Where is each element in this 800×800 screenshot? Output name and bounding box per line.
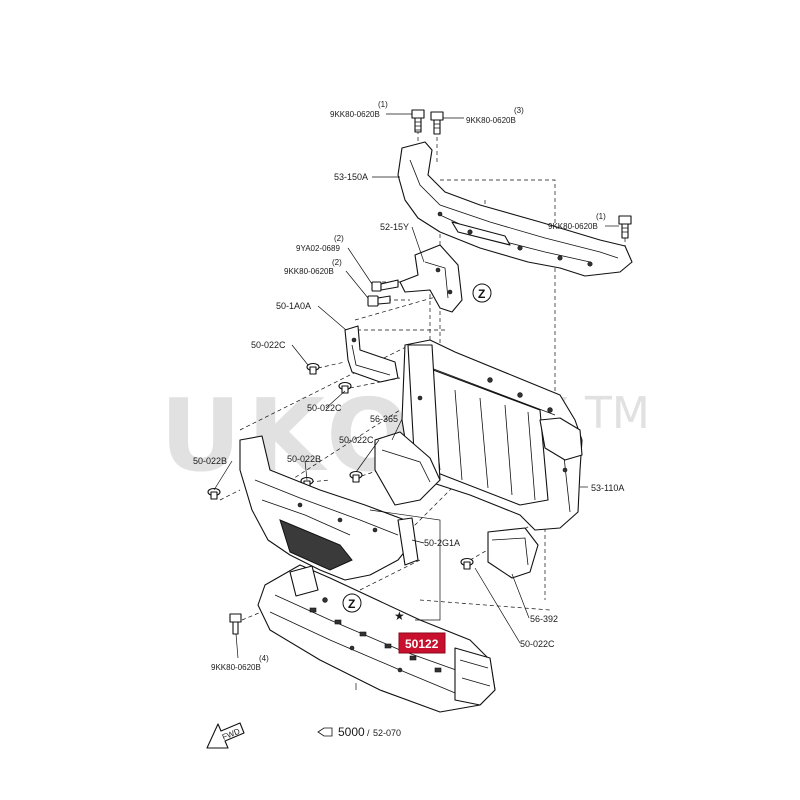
part-number-label: 50-2G1A	[424, 538, 460, 548]
qty-label: (2)	[334, 234, 344, 243]
clip-icon	[306, 362, 320, 375]
clip-icon	[460, 557, 474, 570]
part-number-label: 56-392	[530, 614, 558, 624]
part-number-label: 50-1A0A	[276, 301, 311, 311]
part-number-label: 9YA02-0689	[296, 244, 340, 253]
qty-label: (1)	[596, 212, 606, 221]
highlight-box[interactable]	[398, 632, 446, 654]
part-number-label: 9KK80-0620B	[548, 222, 598, 231]
part-number-label: 50-022C	[251, 340, 286, 350]
clip-icon	[338, 381, 352, 394]
radiator-support-frame	[401, 339, 583, 531]
fwd-label: FWD	[221, 727, 241, 742]
callout-labels: (1) 9KK80-0620B (3) 9KK80-0620B 53-150A …	[193, 100, 624, 672]
clip-icon	[207, 487, 221, 500]
part-number-label: 52-15Y	[380, 222, 409, 232]
leader-lines	[213, 113, 619, 690]
part-number-label: 50-022B	[287, 454, 321, 464]
part-number-label: 9KK80-0620B	[284, 267, 334, 276]
star-marker-icon: ★	[394, 609, 405, 623]
part-number-label: 9KK80-0620B	[211, 663, 261, 672]
bolt-icon	[411, 109, 425, 133]
qty-label: (2)	[332, 258, 342, 267]
view-marker-upper: Z	[472, 283, 492, 303]
reference-sub-number[interactable]: 52-070	[373, 728, 401, 738]
lower-air-guide	[239, 435, 419, 581]
part-number-label: 56-365	[370, 414, 398, 424]
view-marker-letter: Z	[478, 287, 485, 301]
part-number-label: 50-022B	[193, 456, 227, 466]
upper-radiator-member	[397, 141, 633, 277]
qty-label: (3)	[514, 106, 524, 115]
part-number-label: 53-110A	[591, 483, 624, 493]
part-number-label: 53-150A	[334, 172, 368, 182]
bumper-reinforcement	[257, 564, 496, 713]
highlighted-part-callout[interactable]: 50122	[398, 632, 446, 654]
hood-latch-bracket	[399, 244, 463, 313]
part-number-label: 50-022C	[339, 435, 374, 445]
bolt-icon	[367, 295, 391, 307]
fwd-arrow-icon	[206, 722, 245, 749]
view-marker-letter: Z	[348, 597, 355, 611]
view-marker-circle	[342, 593, 362, 613]
pointing-hand-icon	[317, 727, 333, 737]
part-number-label: 50-022C	[307, 403, 342, 413]
bolt-icon	[371, 279, 399, 292]
svg-text:/: /	[367, 728, 370, 738]
part-number-label: 9KK80-0620B	[330, 110, 380, 119]
left-air-duct	[374, 431, 441, 506]
qty-label: (1)	[378, 100, 388, 109]
qty-label: (4)	[259, 654, 269, 663]
right-air-duct	[487, 527, 539, 579]
view-marker-circle	[472, 283, 492, 303]
mid-bolts	[367, 279, 399, 307]
watermark-trademark: TM	[584, 388, 650, 439]
bolt-icon	[430, 111, 444, 135]
clips	[207, 362, 474, 570]
bolt-icon	[618, 215, 632, 239]
bolt-icon	[229, 613, 242, 635]
part-number-label: 9KK80-0620B	[466, 116, 516, 125]
highlighted-part-number[interactable]: 50122	[405, 637, 439, 651]
reference-link[interactable]: 5000 / 52-070	[317, 725, 401, 739]
reference-main-number[interactable]: 5000	[338, 725, 365, 739]
left-side-bracket	[344, 325, 399, 383]
part-number-label: 50-022C	[520, 639, 555, 649]
view-marker-lower: Z	[342, 593, 362, 613]
forward-direction-arrow: FWD	[206, 722, 245, 749]
